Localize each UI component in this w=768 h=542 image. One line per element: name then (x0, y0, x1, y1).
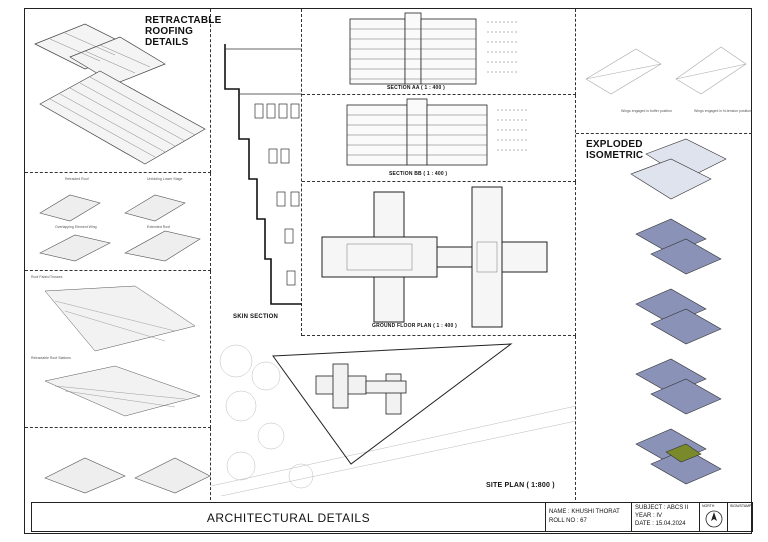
roofing-title-line-2: ROOFING (145, 26, 194, 37)
caption-unfolding-stage: Unfolding Lower Stage (147, 177, 183, 181)
roofing-title: RETRACTABLE ROOFING DETAILS (145, 15, 221, 48)
date: DATE : 15.04.2024 (635, 521, 686, 527)
ground-floor-label: GROUND FLOOR PLAN ( 1 : 400 ) (372, 323, 457, 329)
title-cell: ARCHITECTURAL DETAILS (32, 503, 546, 531)
north-cell: NORTH (700, 503, 728, 531)
roofing-title-line-3: DETAILS (145, 37, 189, 48)
caption-roof-stations: Retractable Roof Stations (31, 356, 71, 360)
caption-roof-fabric: Roof Fabric/Trusses (31, 275, 63, 279)
roof-truss-panel: Roof Fabric/Trusses Retractable Roof Sta… (25, 271, 211, 428)
section-aa-panel: SECTION AA ( 1 : 400 ) (302, 9, 576, 95)
sign-cell: SIGN/STAMP (728, 503, 754, 531)
section-bb-drawing (346, 98, 527, 166)
roof-edge-panel (25, 428, 211, 500)
exploded-title-line-1: EXPLODED (586, 139, 643, 150)
roof-stages-panel: Retracted Roof Unfolding Lower Stage Ove… (25, 173, 211, 271)
sign-stamp-label: SIGN/STAMP (730, 504, 752, 508)
skin-section-panel: SKIN SECTION (211, 9, 302, 336)
student-cell: NAME : KHUSHI THORAT ROLL NO : 67 (546, 503, 632, 531)
retractable-roof-drawing (34, 23, 206, 165)
exploded-isometric-drawing (630, 138, 727, 485)
site-plan-drawing (211, 343, 576, 497)
ground-floor-panel: GROUND FLOOR PLAN ( 1 : 400 ) (302, 182, 576, 336)
section-bb-label: SECTION BB ( 1 : 400 ) (389, 171, 448, 177)
section-bb-panel: SECTION BB ( 1 : 400 ) (302, 95, 576, 182)
sheet-title: ARCHITECTURAL DETAILS (206, 511, 371, 525)
caption-retracted-roof: Retracted Roof (65, 177, 89, 181)
caption-extended-roof: Extended Roof (147, 225, 171, 229)
caption-wings-buffer: Wings engaged in buffer position (621, 109, 672, 113)
year: YEAR : IV (635, 513, 663, 519)
north-arrow-icon (705, 510, 723, 528)
exploded-title-line-2: ISOMETRIC (586, 150, 644, 161)
roofing-details-panel: RETRACTABLE ROOFING DETAILS (25, 9, 221, 173)
caption-wings-tension: Wings engaged in hi-tension position (694, 109, 752, 113)
subject: SUBJECT : ABCS II (635, 505, 689, 511)
skin-section-label: SKIN SECTION (233, 314, 279, 320)
title-block: ARCHITECTURAL DETAILS NAME : KHUSHI THOR… (31, 502, 753, 532)
roll-number: ROLL NO : 67 (549, 518, 587, 524)
site-plan-label: SITE PLAN ( 1:800 ) (486, 482, 555, 489)
skin-section-drawing (224, 44, 302, 305)
section-aa-drawing (349, 12, 517, 85)
roof-stages-drawing (39, 194, 201, 262)
wings-drawing (585, 46, 747, 95)
roofing-title-line-1: RETRACTABLE (145, 15, 222, 26)
north-label: NORTH (702, 504, 715, 508)
site-boundary (272, 343, 513, 465)
caption-overlapping-wing: Overlapping Element Wing (55, 225, 97, 229)
section-aa-label: SECTION AA ( 1 : 400 ) (387, 85, 445, 91)
exploded-isometric-panel: EXPLODED ISOMETRIC (576, 134, 752, 500)
wings-panel: Wings engaged in buffer position Wings e… (576, 9, 752, 134)
site-plan-panel: SITE PLAN ( 1:800 ) (211, 336, 576, 500)
subject-cell: SUBJECT : ABCS II YEAR : IV DATE : 15.04… (632, 503, 700, 531)
exploded-title: EXPLODED ISOMETRIC (586, 139, 643, 161)
drawing-sheet (24, 8, 752, 534)
ground-floor-plan-drawing (321, 186, 548, 328)
student-name: NAME : KHUSHI THORAT (549, 509, 620, 515)
roof-edge-drawing (44, 457, 211, 494)
roof-truss-drawing (44, 285, 201, 417)
